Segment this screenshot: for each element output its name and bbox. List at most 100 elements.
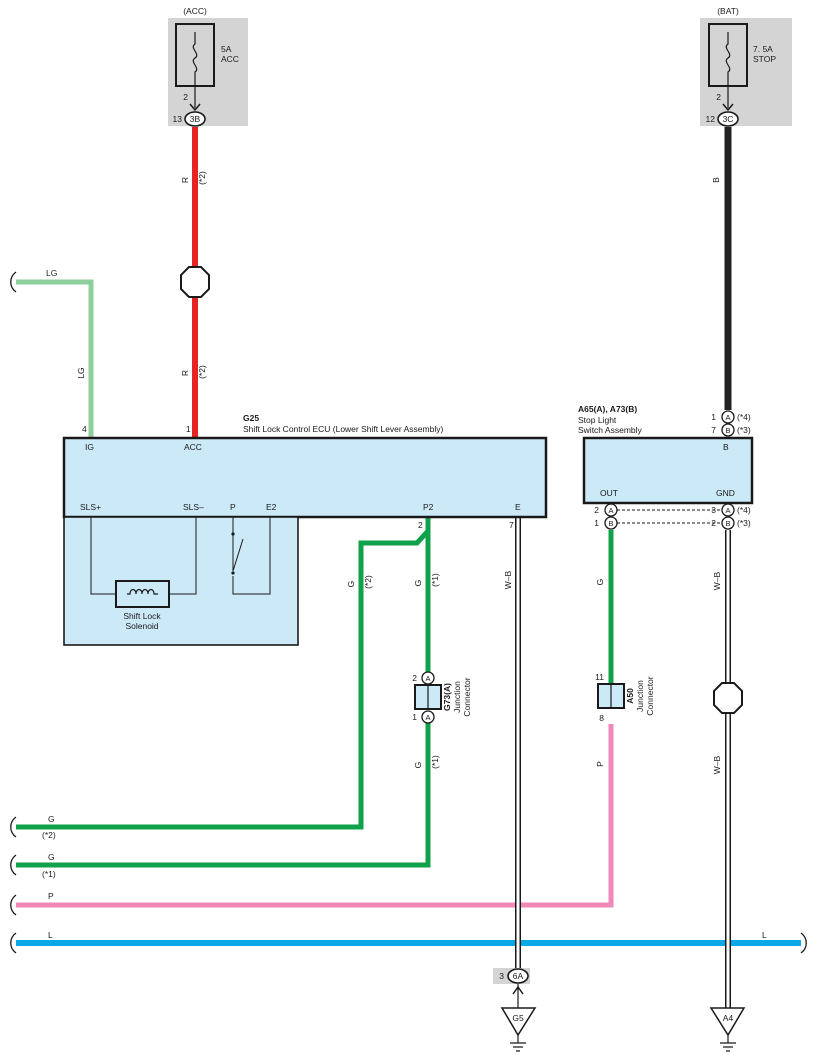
stop-switch-code: A65(A), A73(B) xyxy=(578,404,637,414)
g73-line1: Junction xyxy=(452,681,462,713)
out-pin-2-num: 1 xyxy=(594,518,599,528)
junction-connector-a50: 11 8 A50 Junction Connector xyxy=(595,672,655,723)
top-pin-1-note: (*4) xyxy=(737,412,751,422)
top-pin-2-num: 7 xyxy=(711,425,716,435)
junction-6a-label: 6A xyxy=(513,971,524,981)
wire-label-wb: W–B xyxy=(712,571,722,590)
stop-switch-line1: Stop Light xyxy=(578,415,617,425)
fuse-bat: (BAT) 7. 5A STOP 2 3C 12 xyxy=(700,6,792,127)
wire-lg: LG LG xyxy=(10,268,94,437)
wire-note-g2: (*2) xyxy=(363,575,373,589)
wire-break-icon xyxy=(10,932,17,954)
fuse-acc-element-icon xyxy=(192,32,198,86)
pin-ig: IG xyxy=(85,442,94,452)
out-pin-1-conn: A xyxy=(608,506,613,515)
pin-e2: E2 xyxy=(266,502,277,512)
a50-code: A50 xyxy=(625,688,635,704)
gnd-pin-2-num: 2 xyxy=(711,518,716,528)
ground-symbol-icon xyxy=(510,1035,526,1052)
ground-triangle-icon xyxy=(709,1007,746,1037)
fuse-acc-pin: 2 xyxy=(183,92,188,102)
pin-e: E xyxy=(515,502,521,512)
junction-3c xyxy=(717,111,739,127)
pin-acc-num: 1 xyxy=(186,424,191,434)
junction-6a-pin: 3 xyxy=(499,971,504,981)
wire-label-r: R xyxy=(180,177,190,183)
stop-light-switch: A65(A), A73(B) Stop Light Switch Assembl… xyxy=(578,404,754,530)
pin-p: P xyxy=(230,502,236,512)
wire-break-icon xyxy=(10,894,17,916)
ecu-body xyxy=(62,436,548,519)
wire-break-icon xyxy=(10,854,17,876)
wire-l: L L xyxy=(10,930,807,954)
junction-3c-pin: 12 xyxy=(706,114,716,124)
pin-sls-plus: SLS+ xyxy=(80,502,101,512)
ecu-name: Shift Lock Control ECU (Lower Shift Leve… xyxy=(243,424,443,434)
fuse-bat-supply: (BAT) xyxy=(717,6,739,16)
ecu-code: G25 xyxy=(243,413,259,423)
out-pin-1-num: 2 xyxy=(594,505,599,515)
junction-3b xyxy=(184,111,206,127)
a50-bot-num: 8 xyxy=(599,713,604,723)
fuse-acc-block xyxy=(168,18,248,126)
wire-r: R (*2) R (*2) xyxy=(180,127,210,437)
gnd-pin-1-note: (*4) xyxy=(737,505,751,515)
g73-bot-num: 1 xyxy=(412,712,417,722)
junction-3b-label: 3B xyxy=(190,114,201,124)
junction-3b-pin: 13 xyxy=(173,114,183,124)
g73-code: G73(A) xyxy=(442,683,452,711)
wire-label-g: G xyxy=(48,852,55,862)
gnd-pin-1-num: 3 xyxy=(711,505,716,515)
solenoid-label-2: Solenoid xyxy=(125,621,158,631)
g73-line2: Connector xyxy=(462,677,472,716)
wire-note-r: (*2) xyxy=(197,365,207,379)
wire-label-lg: LG xyxy=(46,268,57,278)
wire-note-g1: (*1) xyxy=(430,573,440,587)
connector-arrow-icon xyxy=(189,103,201,112)
pin-p2: P2 xyxy=(423,502,434,512)
pin-p2-num: 2 xyxy=(418,520,423,530)
wire-note-r: (*2) xyxy=(197,171,207,185)
ground-triangle-icon xyxy=(500,1007,537,1037)
wire-label-g: G xyxy=(595,579,605,586)
wire-break-icon xyxy=(10,816,17,838)
wire-label-g: G xyxy=(413,762,423,769)
fuse-acc: (ACC) 5A ACC 2 3B 13 xyxy=(168,6,248,127)
wire-label-b: B xyxy=(711,177,721,183)
junction-6a xyxy=(507,968,529,984)
wire-label-p: P xyxy=(595,761,605,767)
top-pin-2-note: (*3) xyxy=(737,425,751,435)
g73-bot-conn: A xyxy=(425,713,430,722)
wire-g-2: G (*2) G (*2) xyxy=(10,518,431,840)
ground-a4: A4 xyxy=(709,1007,746,1052)
g73-top-conn: A xyxy=(425,674,430,683)
solenoid-box xyxy=(115,580,170,608)
stop-pin-b: B xyxy=(723,442,729,452)
fuse-bat-name: STOP xyxy=(753,54,776,64)
wire-note-g2: (*2) xyxy=(42,830,56,840)
wire-wb-ecu: W–B xyxy=(503,517,521,968)
switch-icon xyxy=(232,517,271,595)
top-pin-2-conn: B xyxy=(725,426,730,435)
wire-label-wb: W–B xyxy=(503,570,513,589)
splice-octagon xyxy=(713,682,743,714)
wire-label-l: L xyxy=(48,930,53,940)
wire-label-r: R xyxy=(180,370,190,376)
wire-note-g1: (*1) xyxy=(42,869,56,879)
top-pin-1-num: 1 xyxy=(711,412,716,422)
wire-b: B xyxy=(711,127,732,410)
out-pin-2-conn: B xyxy=(608,519,613,528)
wire-label-wb: W–B xyxy=(712,755,722,774)
gnd-pin-1-conn: A xyxy=(725,506,730,515)
wire-break-icon xyxy=(10,271,17,293)
a50-line2: Connector xyxy=(645,676,655,715)
stop-pin-gnd: GND xyxy=(716,488,735,498)
fuse-acc-name: ACC xyxy=(221,54,239,64)
wire-label-p: P xyxy=(48,891,54,901)
wire-label-g: G xyxy=(346,581,356,588)
a50-top-num: 11 xyxy=(595,672,604,682)
wire-p: P P xyxy=(10,724,614,916)
ground-g5: 6A 3 G5 xyxy=(493,968,537,1052)
g73-top-num: 2 xyxy=(412,673,417,683)
